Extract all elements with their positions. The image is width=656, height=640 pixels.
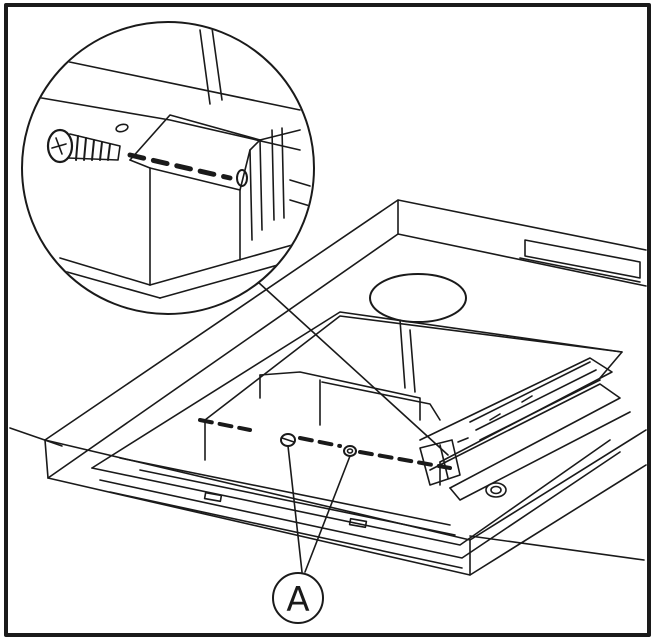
screw-detail	[46, 128, 121, 164]
border-frame	[4, 3, 651, 637]
detail-leader-line	[257, 281, 449, 456]
callout-a-label: A	[286, 580, 309, 620]
screw-a-right	[343, 445, 357, 457]
ceiling-lines	[9, 427, 645, 561]
callout-leaders	[287, 445, 351, 573]
callout-a: A	[272, 572, 324, 624]
detail-magnifier	[21, 21, 315, 315]
exhaust-opening	[369, 273, 467, 323]
screw-a-left	[280, 433, 296, 447]
mounting-bracket	[419, 439, 461, 486]
range-hood-body	[44, 199, 647, 576]
screw-dash-line	[198, 418, 452, 470]
